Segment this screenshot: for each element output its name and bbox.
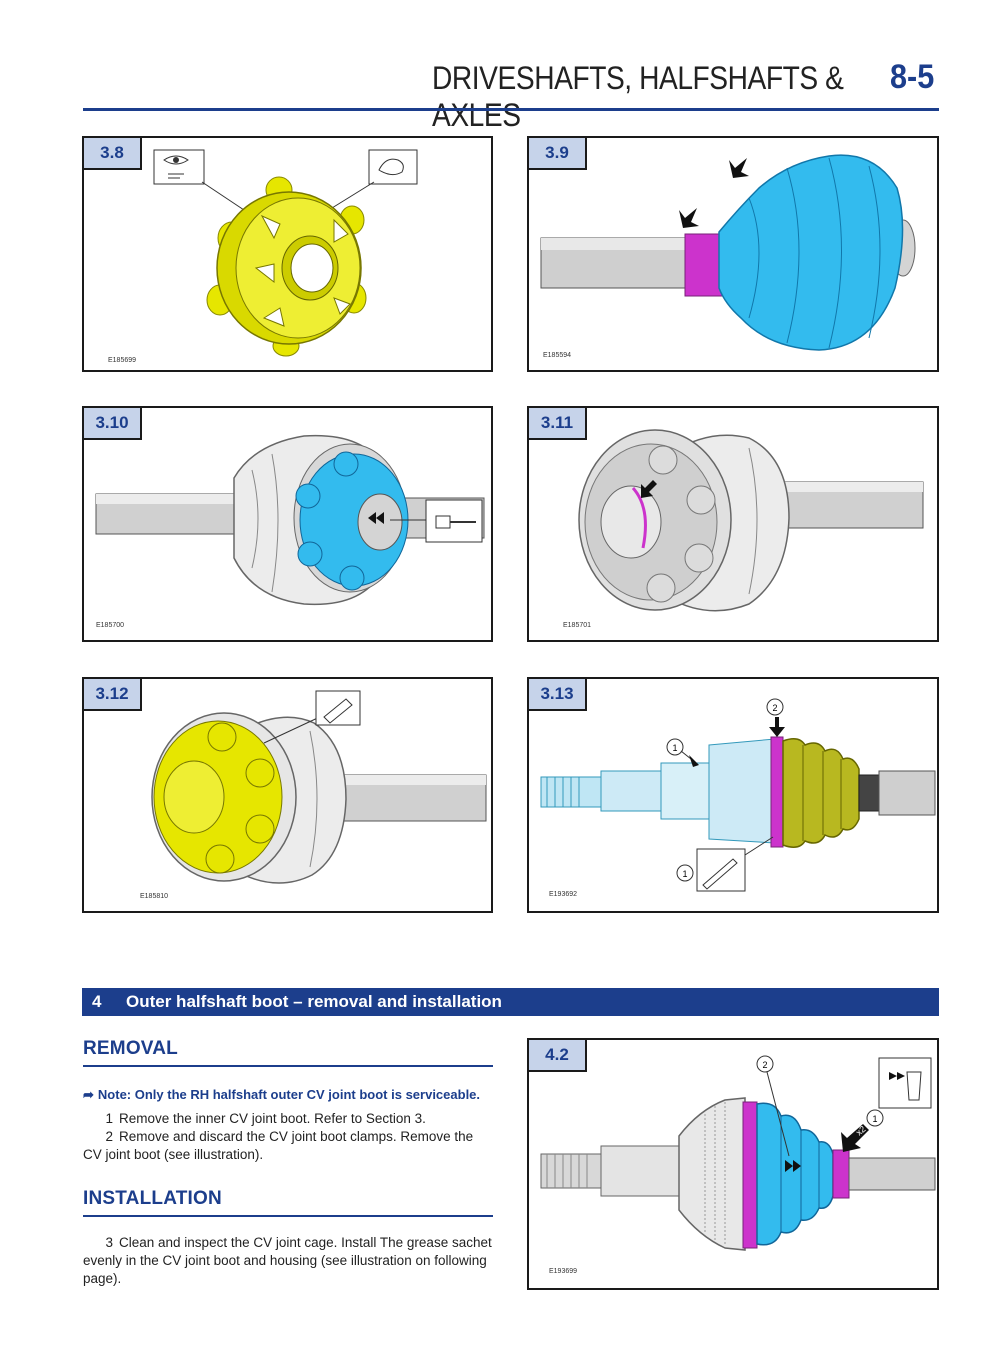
outer-boot-removal-illustration: 2 1 x2 — [540, 1055, 936, 1251]
section-title: Outer halfshaft boot – removal and insta… — [126, 992, 502, 1011]
figure-3-13: 1 2 1 3.13 E193692 — [527, 677, 939, 913]
figure-label: 3.9 — [529, 138, 587, 170]
figure-3-9: 3.9 E185594 — [527, 136, 939, 372]
header-rule — [83, 108, 939, 111]
step-number: 2 — [105, 1129, 113, 1144]
figure-code: E185699 — [108, 357, 137, 364]
figure-label: 4.2 — [529, 1040, 587, 1072]
figure-code: E185594 — [543, 352, 572, 359]
figure-3-12: 3.12 E185810 — [82, 677, 493, 913]
removal-rule — [83, 1065, 493, 1067]
cv-joint-circlip-illustration — [578, 429, 924, 612]
step-1: 1 Remove the inner CV joint boot. Refer t… — [83, 1110, 493, 1128]
callout-number: 2 — [772, 703, 777, 713]
figure-3-11: 3.11 E185701 — [527, 406, 939, 642]
removal-steps: 1 Remove the inner CV joint boot. Refer t… — [83, 1110, 493, 1164]
section-heading: 4 Outer halfshaft boot – removal and inst… — [82, 988, 939, 1016]
figure-code: E185700 — [96, 622, 125, 629]
figure-label: 3.12 — [84, 679, 142, 711]
cv-joint-grease-illustration — [151, 690, 487, 884]
step-number: 3 — [105, 1235, 113, 1250]
step-text: Remove and discard the CV joint boot cla… — [83, 1129, 474, 1162]
callout-number: 1 — [872, 1114, 877, 1124]
removal-heading: REMOVAL — [83, 1038, 178, 1059]
step-text: Remove the inner CV joint boot. Refer to… — [119, 1111, 426, 1126]
figure-code: E185701 — [563, 622, 592, 629]
figure-label: 3.11 — [529, 408, 587, 440]
callout-number: 1 — [682, 869, 687, 879]
inner-boot-removal-illustration — [540, 154, 916, 351]
callout-number: 2 — [762, 1060, 767, 1070]
callout-number: 1 — [672, 743, 677, 753]
figure-4-2: 2 1 x2 4.2 E193699 — [527, 1038, 939, 1290]
figure-label: 3.13 — [529, 679, 587, 711]
figure-code: E185810 — [140, 893, 169, 900]
note: ➦Note: Only the RH halfshaft outer CV jo… — [83, 1087, 480, 1103]
page-number: 8-5 — [890, 58, 935, 96]
note-arrow-icon: ➦ — [83, 1087, 94, 1102]
installation-rule — [83, 1215, 493, 1217]
cv-joint-hammer-illustration — [95, 434, 485, 606]
cv-joint-inner-race-illustration — [153, 149, 418, 357]
note-text: Note: Only the RH halfshaft outer CV joi… — [97, 1087, 481, 1102]
step-text: Clean and inspect the CV joint cage. Ins… — [83, 1235, 492, 1286]
header-title: DRIVESHAFTS, HALFSHAFTS & AXLES — [432, 60, 844, 133]
figure-3-8: 3.8 E185699 — [82, 136, 493, 372]
figure-code: E193692 — [549, 891, 578, 898]
inner-boot-installation-illustration: 1 2 1 — [540, 698, 936, 892]
figure-label: 3.10 — [84, 408, 142, 440]
installation-heading: INSTALLATION — [83, 1188, 222, 1209]
step-number: 1 — [105, 1111, 113, 1126]
section-number: 4 — [92, 992, 102, 1011]
figure-code: E193699 — [549, 1268, 578, 1275]
figure-label: 3.8 — [84, 138, 142, 170]
figure-3-10: 3.10 E185700 — [82, 406, 493, 642]
